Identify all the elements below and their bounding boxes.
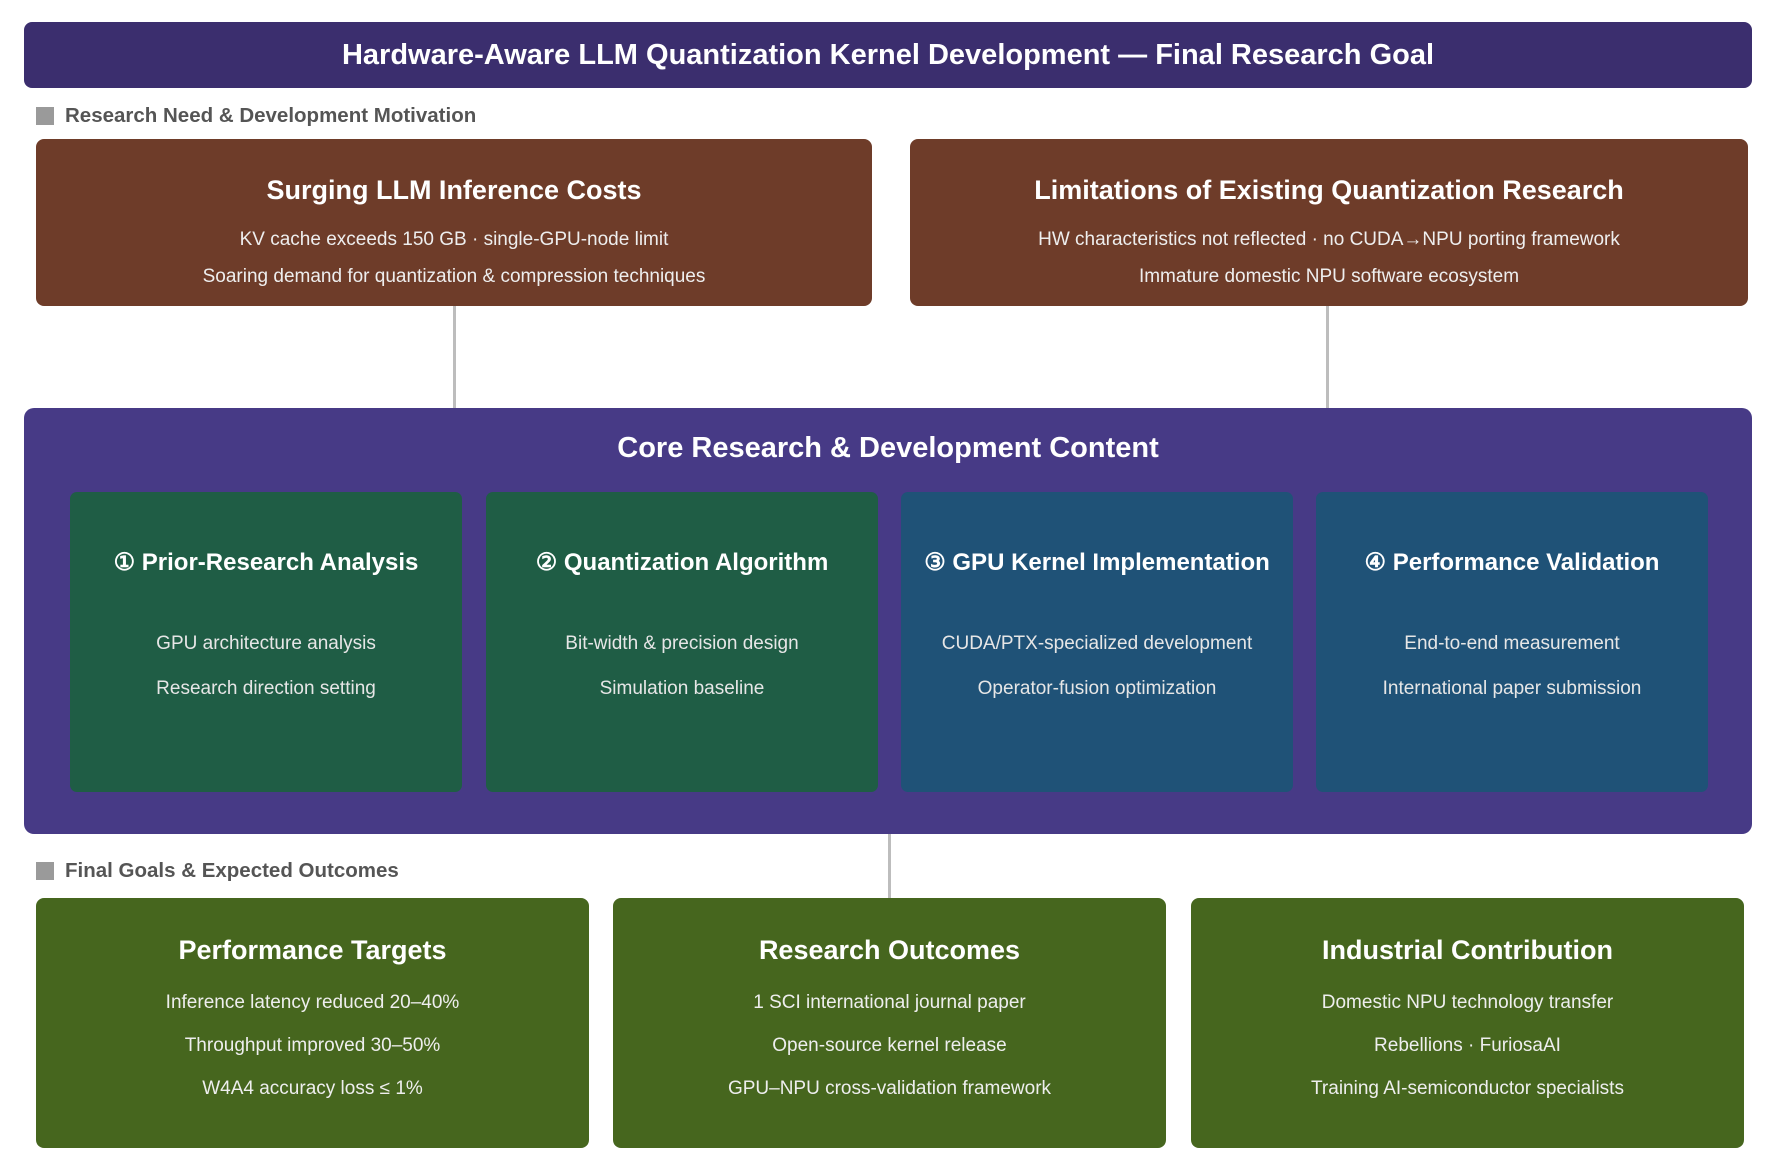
card-line: Open-source kernel release [772,1035,1007,1056]
section-label-motivation: Research Need & Development Motivation [36,104,476,128]
card-line: GPU–NPU cross-validation framework [727,1078,1052,1099]
card-line: Soaring demand for quantization & compre… [202,266,706,287]
section-label-goals: Final Goals & Expected Outcomes [36,859,399,883]
card-line: HW characteristics not reflected · no CU… [1038,229,1620,250]
card-line: Inference latency reduced 20–40% [165,992,460,1013]
card-line: KV cache exceeds 150 GB · single-GPU-nod… [239,229,669,250]
connector-line [888,834,891,898]
card-line: Throughput improved 30–50% [184,1035,441,1056]
section-marker-icon [36,107,54,125]
card-title: Industrial Contribution [1322,935,1613,965]
step-line: Operator-fusion optimization [977,678,1217,699]
step-card-performance-validation: ④ Performance Validation End-to-end meas… [1316,492,1708,792]
goal-card-industrial-contribution: Industrial Contribution Domestic NPU tec… [1191,898,1744,1148]
goal-card-research-outcomes: Research Outcomes 1 SCI international jo… [613,898,1166,1148]
step-line: Bit-width & precision design [565,633,799,654]
card-line: Rebellions · FuriosaAI [1374,1035,1561,1056]
card-line: Domestic NPU technology transfer [1321,992,1614,1013]
core-title: Core Research & Development Content [617,432,1159,464]
step-card-quantization: ② Quantization Algorithm Bit-width & pre… [486,492,878,792]
section-label-text: Final Goals & Expected Outcomes [65,859,399,882]
card-line: Immature domestic NPU software ecosystem [1138,266,1520,287]
goal-card-performance-targets: Performance Targets Inference latency re… [36,898,589,1148]
card-line: Training AI-semiconductor specialists [1311,1078,1624,1099]
card-title: Research Outcomes [758,935,1021,965]
card-title: Surging LLM Inference Costs [266,175,642,205]
card-title: Limitations of Existing Quantization Res… [1034,175,1624,205]
motivation-card-costs: Surging LLM Inference Costs KV cache exc… [36,139,872,306]
step-line: GPU architecture analysis [156,633,376,654]
step-card-gpu-kernel: ③ GPU Kernel Implementation CUDA/PTX-spe… [901,492,1293,792]
step-title: ③ GPU Kernel Implementation [924,549,1270,576]
card-line: W4A4 accuracy loss ≤ 1% [202,1078,423,1099]
step-line: Research direction setting [156,678,376,699]
step-line: End-to-end measurement [1404,633,1620,654]
step-line: International paper submission [1382,678,1642,699]
step-title: ① Prior-Research Analysis [113,549,419,576]
page-title: Hardware-Aware LLM Quantization Kernel D… [24,22,1752,88]
core-panel: Core Research & Development Content ① Pr… [24,408,1752,834]
motivation-card-limitations: Limitations of Existing Quantization Res… [910,139,1748,306]
step-title: ② Quantization Algorithm [535,549,829,576]
connector-line [1326,306,1329,408]
step-line: Simulation baseline [599,678,765,699]
step-card-prior-research: ① Prior-Research Analysis GPU architectu… [70,492,462,792]
section-label-text: Research Need & Development Motivation [65,104,477,127]
section-marker-icon [36,862,54,880]
card-title: Performance Targets [178,935,447,965]
step-title: ④ Performance Validation [1364,549,1660,576]
step-line: CUDA/PTX-specialized development [941,633,1253,654]
card-line: 1 SCI international journal paper [753,992,1026,1013]
connector-line [453,306,456,408]
